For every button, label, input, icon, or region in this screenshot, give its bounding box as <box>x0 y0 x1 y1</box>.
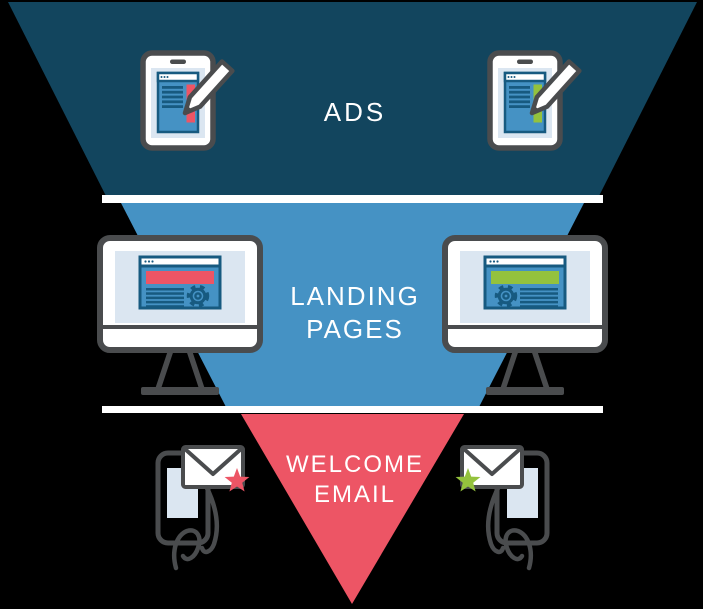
monitor-landing-page-red-icon <box>97 235 263 395</box>
tablet-ad-pencil-green-icon <box>487 50 582 151</box>
welcome-label-line1: WELCOME <box>285 451 425 478</box>
hand-phone-email-green-icon <box>455 445 550 571</box>
tablet-speaker-bar <box>170 59 186 64</box>
welcome-email-label: WELCOME EMAIL <box>286 450 424 510</box>
pencil-icon <box>182 59 235 116</box>
gear-icon <box>494 284 518 308</box>
landing-pages-label: LANDING PAGES <box>290 280 420 346</box>
hand-finger-curve <box>486 483 506 555</box>
hand-finger-curve <box>199 483 219 555</box>
hand-phone-email-red-icon <box>155 445 250 571</box>
star-badge-red <box>224 468 250 492</box>
monitor-landing-page-green-icon <box>442 235 608 395</box>
ads-label: ADS <box>324 99 386 125</box>
hand-thumb-curve <box>503 528 534 571</box>
page-banner-red <box>146 271 214 284</box>
tier-separator-line-1 <box>102 195 603 203</box>
landing-label-line1: LANDING <box>290 281 420 311</box>
tablet-ad-pencil-red-icon <box>140 50 235 151</box>
monitor-stand-base <box>141 387 219 395</box>
tablet-speaker-bar <box>517 59 533 64</box>
pencil-icon <box>529 59 582 116</box>
monitor-stand-base <box>486 387 564 395</box>
tier-separator-line-2 <box>102 406 603 413</box>
star-badge-green <box>455 468 481 492</box>
hand-thumb-curve <box>171 528 202 571</box>
landing-label-line2: PAGES <box>306 314 404 344</box>
welcome-label-line2: EMAIL <box>313 481 397 508</box>
gear-icon <box>186 284 210 308</box>
ads-label-text: ADS <box>323 97 387 127</box>
page-banner-green <box>491 271 559 284</box>
